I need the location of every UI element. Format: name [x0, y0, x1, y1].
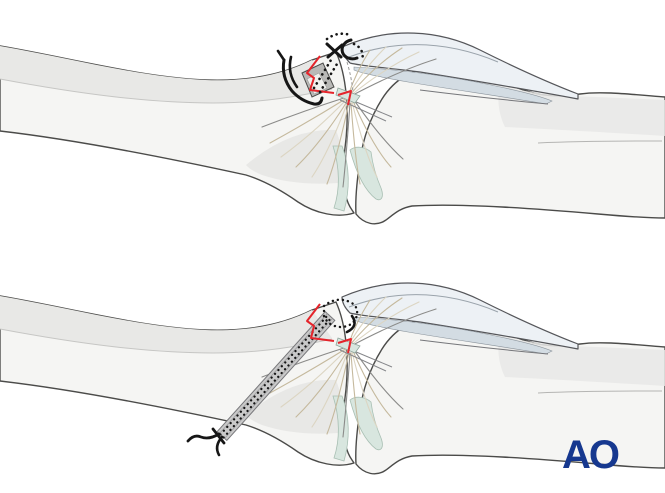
fracture-line	[306, 55, 352, 106]
suture-loop-dotted	[322, 298, 359, 329]
ligament-stump	[276, 49, 324, 106]
suture-tail	[186, 432, 221, 443]
panel-bottom-needle-passage	[0, 282, 665, 475]
pullout-suture-knot-overlay	[276, 32, 364, 106]
ao-logo: AO	[562, 433, 619, 477]
stump-stroke	[281, 58, 324, 106]
suture-dotted	[325, 32, 352, 41]
suture-dotted	[219, 313, 330, 436]
suture-knot	[312, 32, 364, 94]
suture-solid-hook	[345, 314, 356, 334]
fracture-line	[306, 303, 352, 354]
suture-dotted	[318, 62, 339, 94]
suture-tail	[211, 427, 226, 445]
suture-dotted	[222, 316, 333, 439]
stump-stroke	[276, 49, 286, 62]
suture-dotted	[352, 42, 364, 63]
stump-stroke	[288, 55, 299, 89]
knot-loop	[340, 38, 359, 61]
knot-cross	[326, 43, 344, 59]
needle-edge-line	[219, 313, 328, 434]
suture-limb-dashed	[346, 61, 354, 93]
suture-passing-needle-overlay	[186, 298, 359, 457]
panel-top-tied-suture	[0, 32, 665, 225]
suture-dotted	[312, 58, 333, 90]
suture-strands-in-needle	[219, 313, 333, 439]
volar-suture-tails	[186, 427, 226, 457]
